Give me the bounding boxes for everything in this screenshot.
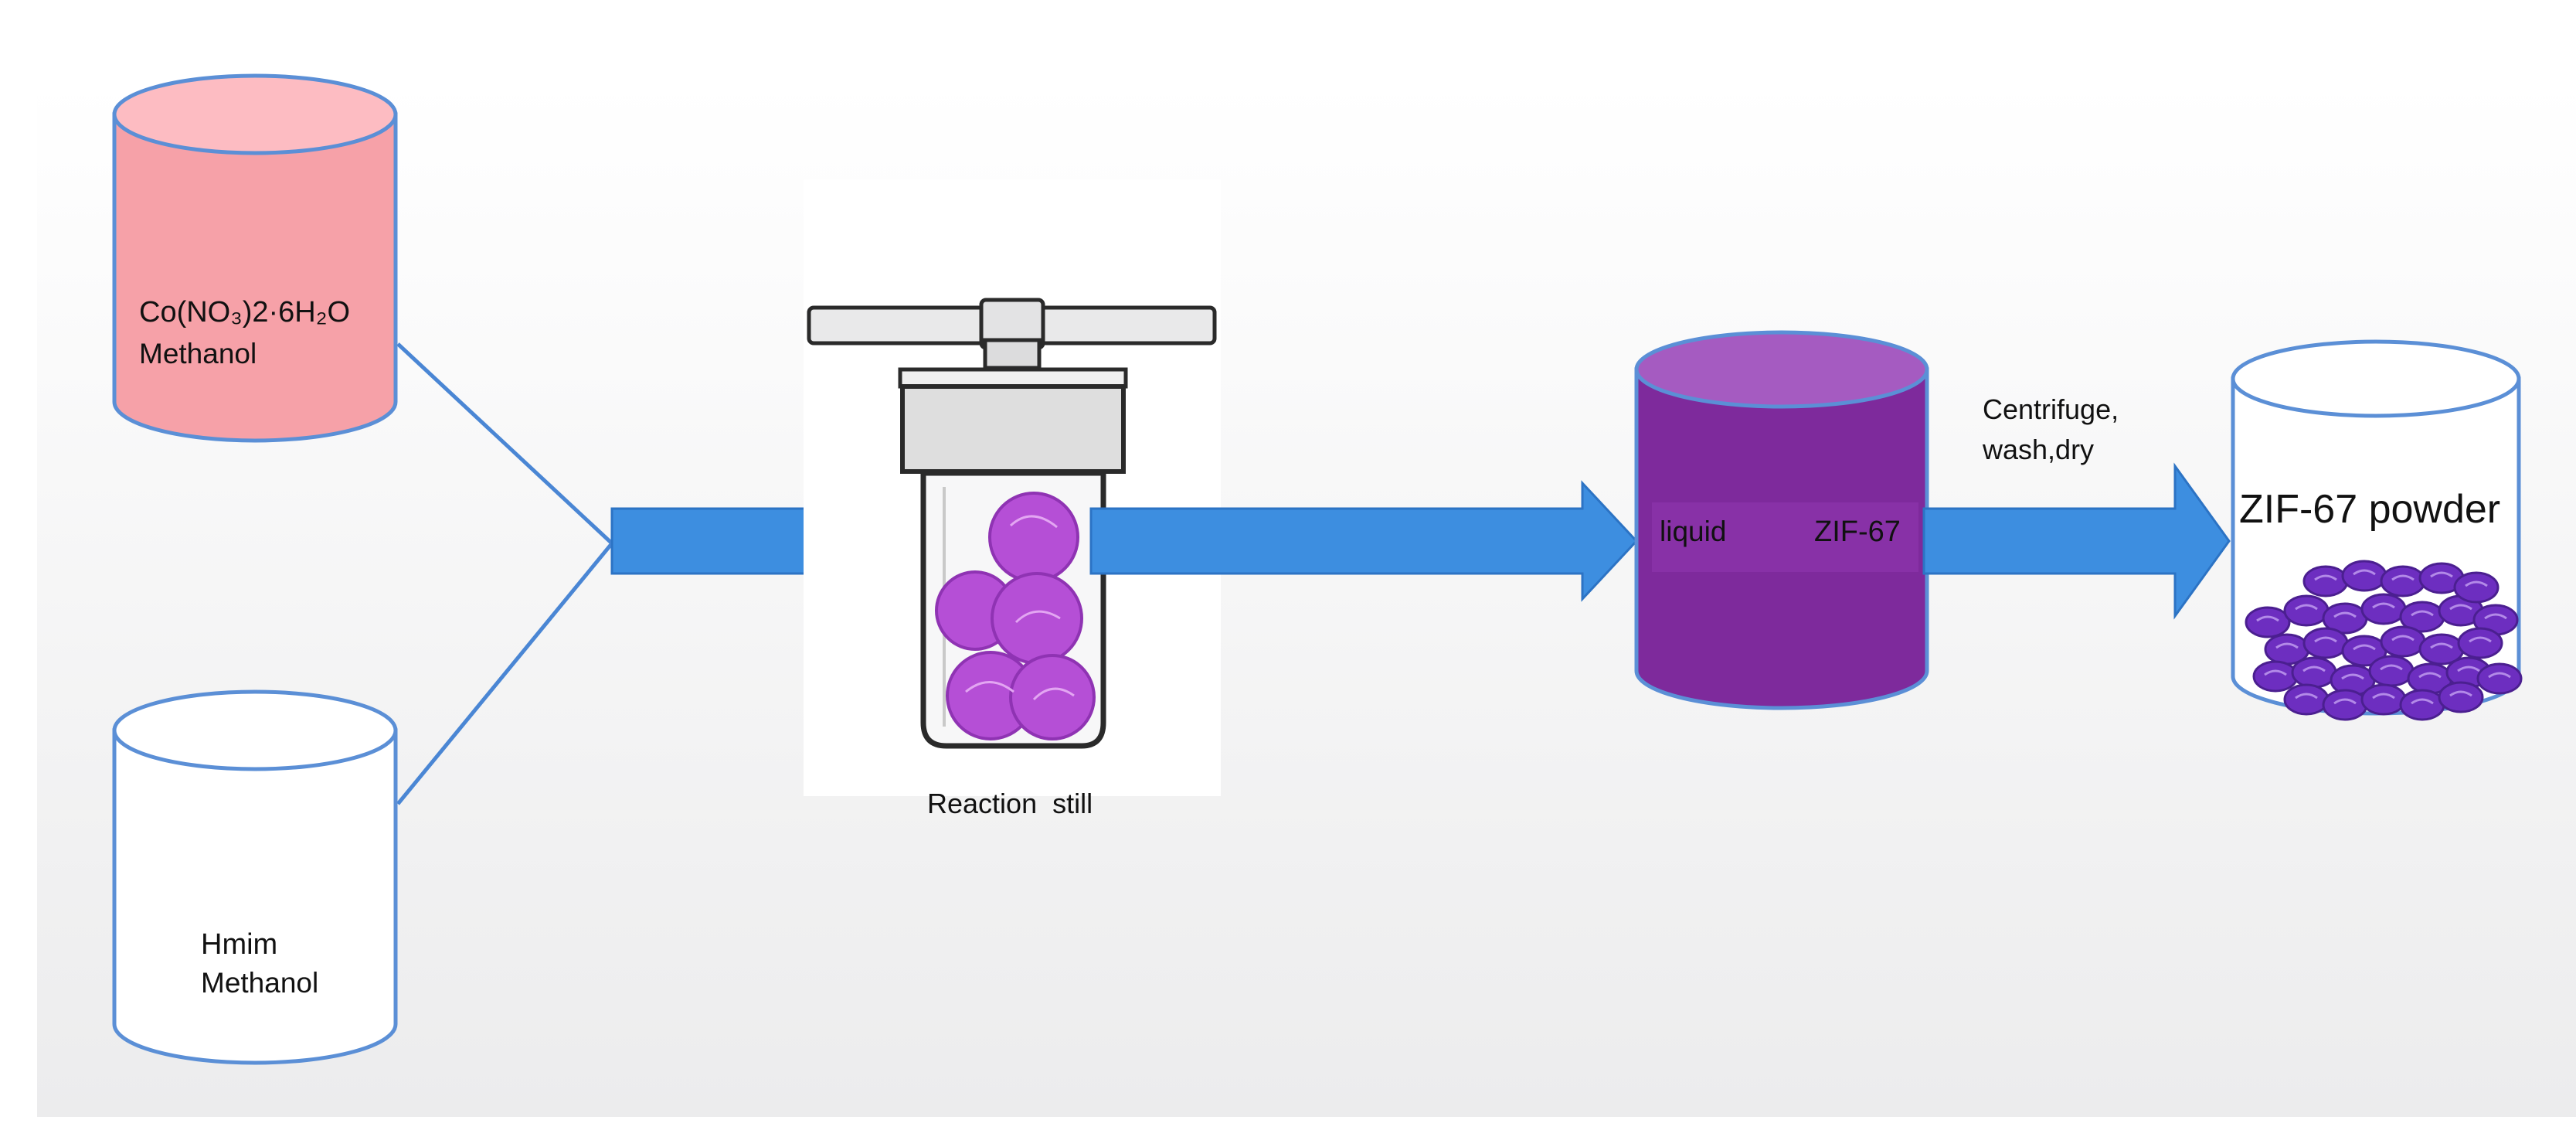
powder-particle-highlight [2372,602,2395,609]
powder-particle-highlight [2411,698,2434,705]
arrow-to-powder [1922,462,2231,620]
powder-particle [2302,627,2349,659]
beaker-hmim [112,689,398,1065]
container-zif-liquid [1634,330,1929,710]
powder-particle-highlight [2275,642,2299,649]
powder-particle-highlight [2469,636,2492,643]
beaker-cobalt-nitrate [112,73,398,443]
powder-particle [2399,689,2445,721]
connector-line-bottom [396,542,613,805]
zif67-powder-label: ZIF-67 powder [2239,487,2501,532]
liquid-label: liquid [1660,516,1727,547]
container-zif-liquid-top [1634,330,1929,409]
powder-particle-highlight [2314,574,2337,581]
powder-particle-highlight [2391,574,2415,581]
reactor-crystal-highlights [965,515,1075,701]
beaker-hmim-body [112,728,398,1065]
reactor-crystal [991,572,1083,665]
powder-particle [2453,571,2500,604]
powder-particle [2438,681,2484,713]
powder-particle-highlight [2333,611,2357,618]
process-step-line1: Centrifuge, [1983,393,2119,425]
powder-particle-highlight [2411,610,2434,617]
container-zif-liquid-band [1652,502,1918,572]
powder-particle [2360,593,2407,625]
powder-particle [2360,683,2407,716]
powder-particle-highlight [2256,615,2279,622]
powder-particle-highlight [2353,569,2376,576]
hmim-solution-reagent: Hmim [201,928,278,961]
powder-particle-highlight [2430,571,2453,578]
reactor-crystal [1009,654,1096,740]
powder-particle [2380,625,2426,658]
beaker-powder-top [2231,339,2521,418]
powder-particle [2291,656,2337,689]
zif67-liquid-label: ZIF-67 [1814,516,1901,548]
powder-particle-highlight [2341,673,2364,680]
reactor-lid [900,384,1126,474]
cobalt-solution-formula: Co(NO₃)2·6H₂O [139,296,351,329]
arrow-to-liquid [1089,480,1639,602]
powder-particle-highlight [2372,693,2395,700]
reactor-label: Reaction still [927,788,1093,819]
connector-lines [396,342,613,805]
beaker-cobalt-body [112,112,398,443]
powder-particle [2302,565,2349,597]
powder-particle [2476,662,2523,695]
powder-particle [2457,627,2503,659]
powder-particle [2368,655,2415,687]
beaker-hmim-top [112,689,398,771]
powder-particle-highlight [2353,644,2376,651]
powder-particle [2283,594,2330,627]
powder-particle [2380,565,2426,597]
reactor-screw [983,338,1042,370]
reactor-crystal [988,492,1079,583]
powder-particle-highlight [2488,672,2511,679]
powder-particle-highlight [2430,642,2453,649]
powder-particle-highlight [2295,693,2318,700]
background-panel [37,81,2576,1117]
hmim-solution-solvent: Methanol [201,967,319,999]
powder-particle [2252,660,2299,693]
powder-particle-highlight [2264,669,2287,676]
powder-particle-highlight [2295,604,2318,611]
beaker-zif-powder [2231,339,2523,721]
reactor-lid-top [898,367,1128,389]
reaction-still-illustration [804,179,1221,796]
powder-particle [2341,560,2387,592]
reactor-crystals [935,492,1096,740]
powder-particle-highlight [2449,690,2472,697]
connector-line-top [396,342,613,545]
powder-particle-highlight [2302,666,2326,672]
powder-particle-highlight [2391,635,2415,642]
powder-particle-highlight [2465,580,2488,587]
powder-particle-highlight [2484,613,2507,620]
powder-particle [2245,606,2291,638]
powder-particle [2322,689,2368,721]
powder-particle-highlight [2333,698,2357,705]
powder-particle-highlight [2457,666,2480,672]
powder-particle [2283,683,2330,716]
cobalt-solution-solvent: Methanol [139,338,257,369]
beaker-cobalt-top [112,73,398,155]
powder-particle-highlight [2380,664,2403,671]
powder-particle-highlight [2314,636,2337,643]
powder-particles [2245,560,2523,721]
process-step-line2: wash,dry [1983,434,2095,465]
powder-particle-highlight [2418,672,2442,679]
powder-particle-highlight [2449,604,2472,611]
